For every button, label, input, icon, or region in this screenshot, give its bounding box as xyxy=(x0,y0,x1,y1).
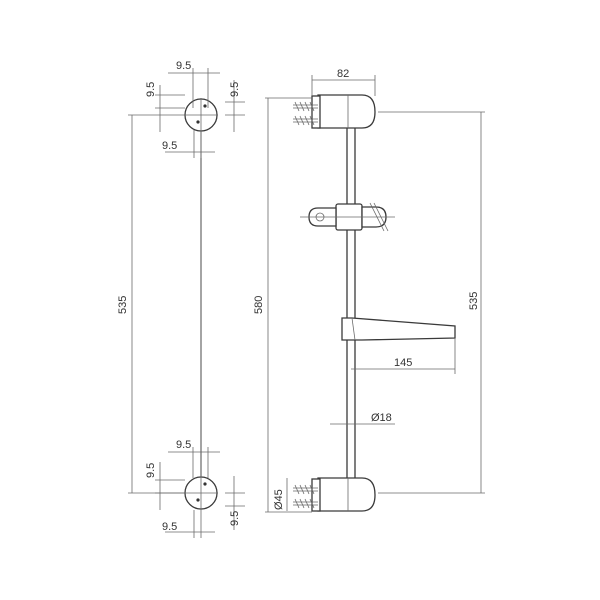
side-bottom-wall-plate xyxy=(311,478,321,512)
front-bottom-offset-x-label: 9.5 xyxy=(176,439,191,451)
side-bottom-screw-2 xyxy=(293,498,318,509)
front-bottom-offset-left-label: 9.5 xyxy=(162,521,177,533)
front-top-offset-right-label: 9.5 xyxy=(229,82,241,97)
side-soap-dish-length-label: 145 xyxy=(394,357,412,369)
front-top-offset-y-label: 9.5 xyxy=(145,82,157,97)
side-bottom-bracket xyxy=(317,477,376,512)
front-bracket-spacing-label: 535 xyxy=(117,296,129,314)
side-top-screw-1 xyxy=(293,101,318,112)
front-bottom-offset-y-label: 9.5 xyxy=(145,463,157,478)
side-overall-length-label: 580 xyxy=(253,296,265,314)
front-top-screw-hole-2 xyxy=(196,120,200,124)
side-view: 82 580 535 145 Ø18 Ø45 xyxy=(253,68,485,513)
side-bracket-diameter-label: Ø45 xyxy=(273,489,285,510)
side-top-bracket xyxy=(317,94,376,129)
side-top-wall-plate xyxy=(311,95,321,129)
front-top-offset-below-label: 9.5 xyxy=(162,140,177,152)
front-bottom-screw-hole xyxy=(203,482,207,486)
front-top-offset-x-label: 9.5 xyxy=(176,60,191,72)
side-soap-dish xyxy=(341,317,456,341)
front-view: 9.5 9.5 9.5 9.5 535 9.5 9.5 9.5 9.5 xyxy=(117,60,245,538)
front-top-screw-hole xyxy=(203,104,207,108)
side-bracket-spacing-label: 535 xyxy=(468,292,480,310)
front-bottom-screw-hole-2 xyxy=(196,498,200,502)
side-bottom-screw-1 xyxy=(293,484,318,495)
side-rail-diameter-label: Ø18 xyxy=(371,412,392,424)
front-bottom-offset-right-label: 9.5 xyxy=(229,511,241,526)
side-handset-holder xyxy=(300,202,395,232)
side-bracket-depth-label: 82 xyxy=(337,68,349,80)
side-top-screw-2 xyxy=(293,115,318,126)
